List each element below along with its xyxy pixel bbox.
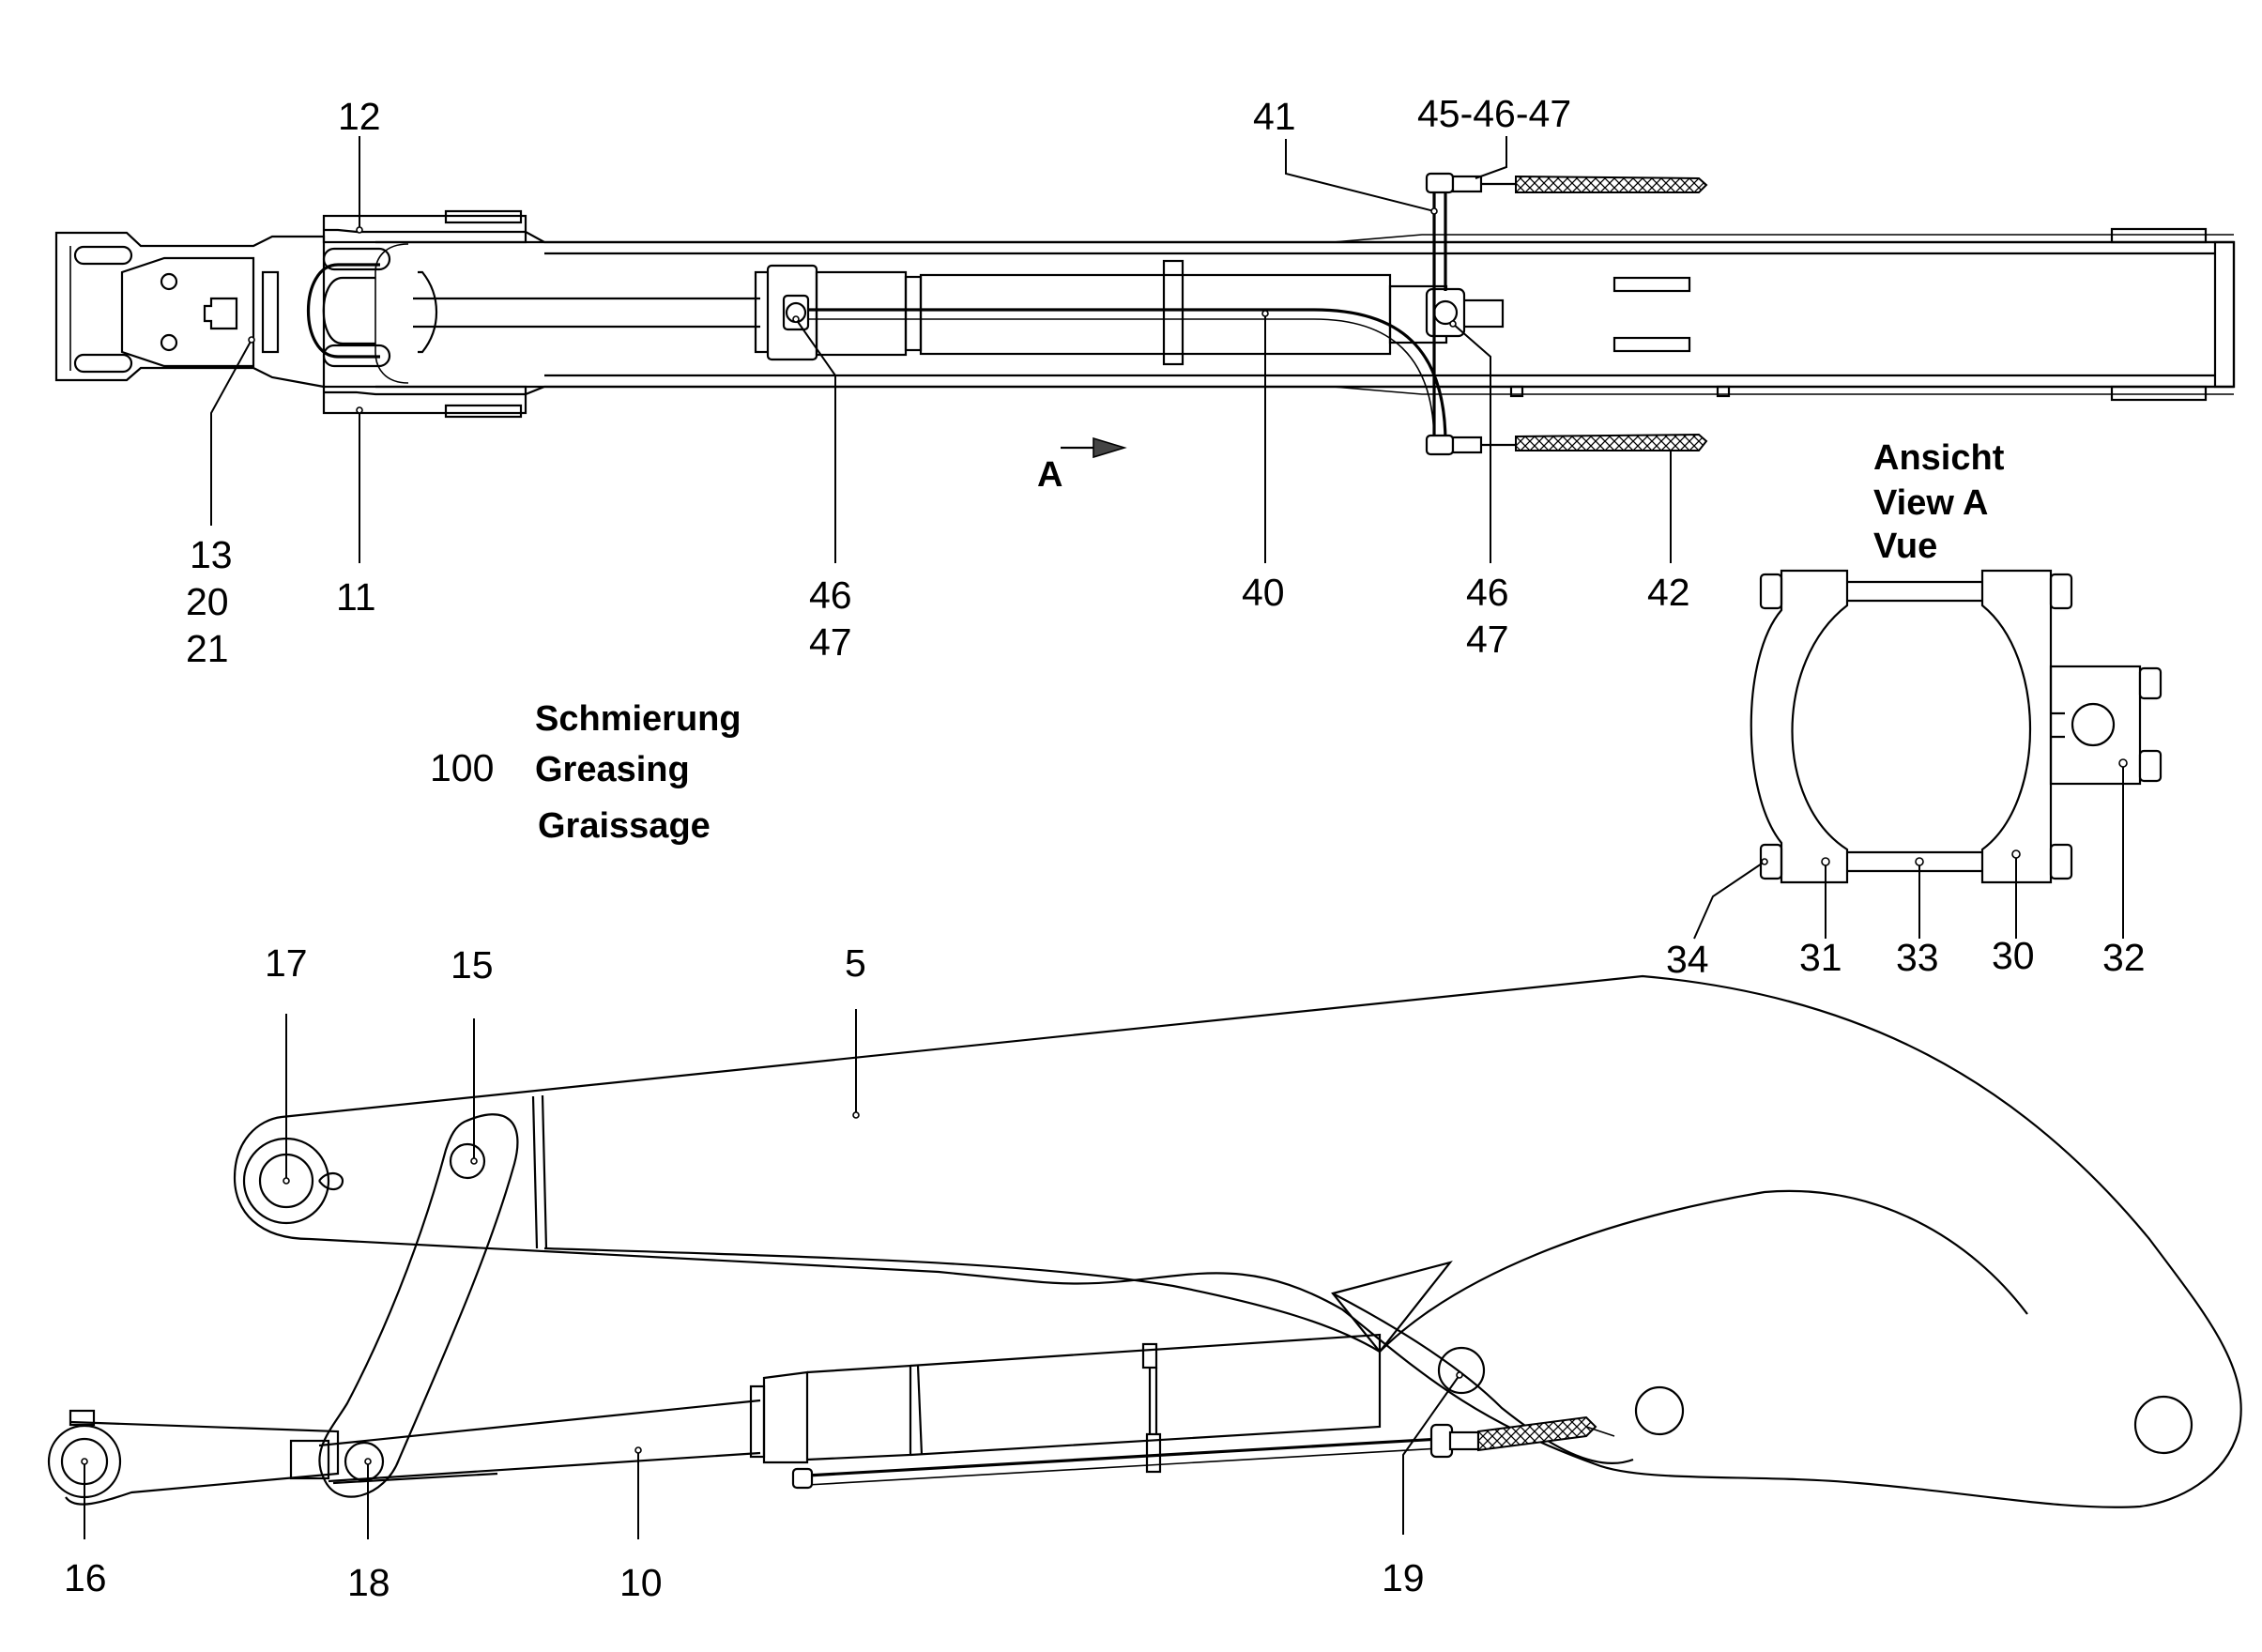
callout-13: 13 xyxy=(190,533,233,576)
callout-100: 100 xyxy=(430,746,494,789)
callout-20: 20 xyxy=(186,580,229,623)
callout-11: 11 xyxy=(336,575,376,619)
arm-body-plan xyxy=(322,209,2236,419)
callout-46-right: 46 xyxy=(1466,571,1509,614)
callout-12: 12 xyxy=(338,95,381,138)
greasing-de: Schmierung xyxy=(535,699,741,739)
top-view: A 12 13 20 21 11 41 45-46-47 xyxy=(54,92,2236,670)
top-leaders xyxy=(210,136,1672,563)
view-title-de: Ansicht xyxy=(1873,438,2005,478)
view-a-letter: A xyxy=(1037,455,1062,495)
view-a-arrow: A xyxy=(1037,436,1127,495)
arm-5 xyxy=(233,974,2242,1508)
cylinder-plan xyxy=(754,172,1505,456)
callout-33: 33 xyxy=(1896,936,1939,979)
view-title-fr: Vue xyxy=(1873,527,1937,566)
view-title-en: View A xyxy=(1873,483,1989,523)
callout-47-right: 47 xyxy=(1466,618,1509,661)
callout-30: 30 xyxy=(1992,934,2035,977)
greasing-en: Greasing xyxy=(535,750,690,789)
callout-18: 18 xyxy=(347,1561,390,1604)
callout-31: 31 xyxy=(1799,936,1842,979)
callout-21: 21 xyxy=(186,627,229,670)
callout-41: 41 xyxy=(1253,95,1296,138)
callout-47-left: 47 xyxy=(809,620,852,664)
view-a-detail: Ansicht View A Vue 34 31 33 30 xyxy=(1666,438,2163,981)
callout-45-46-47: 45-46-47 xyxy=(1417,92,1571,135)
callout-10: 10 xyxy=(619,1561,663,1604)
callout-15: 15 xyxy=(451,943,494,987)
callout-42: 42 xyxy=(1647,571,1690,614)
callout-34: 34 xyxy=(1666,938,1709,981)
side-view: 17 15 5 16 18 10 19 xyxy=(47,941,2242,1604)
callout-40: 40 xyxy=(1242,571,1285,614)
greasing-note: 100 Schmierung Greasing Graissage xyxy=(430,699,741,846)
callout-19: 19 xyxy=(1382,1556,1425,1599)
hoses xyxy=(1481,175,1708,451)
callout-46-left: 46 xyxy=(809,574,852,617)
callout-17: 17 xyxy=(265,941,308,985)
callout-5: 5 xyxy=(845,941,866,985)
end-bracket xyxy=(54,231,391,389)
greasing-fr: Graissage xyxy=(538,806,711,846)
callout-16: 16 xyxy=(64,1556,107,1599)
callout-32: 32 xyxy=(2102,936,2146,979)
